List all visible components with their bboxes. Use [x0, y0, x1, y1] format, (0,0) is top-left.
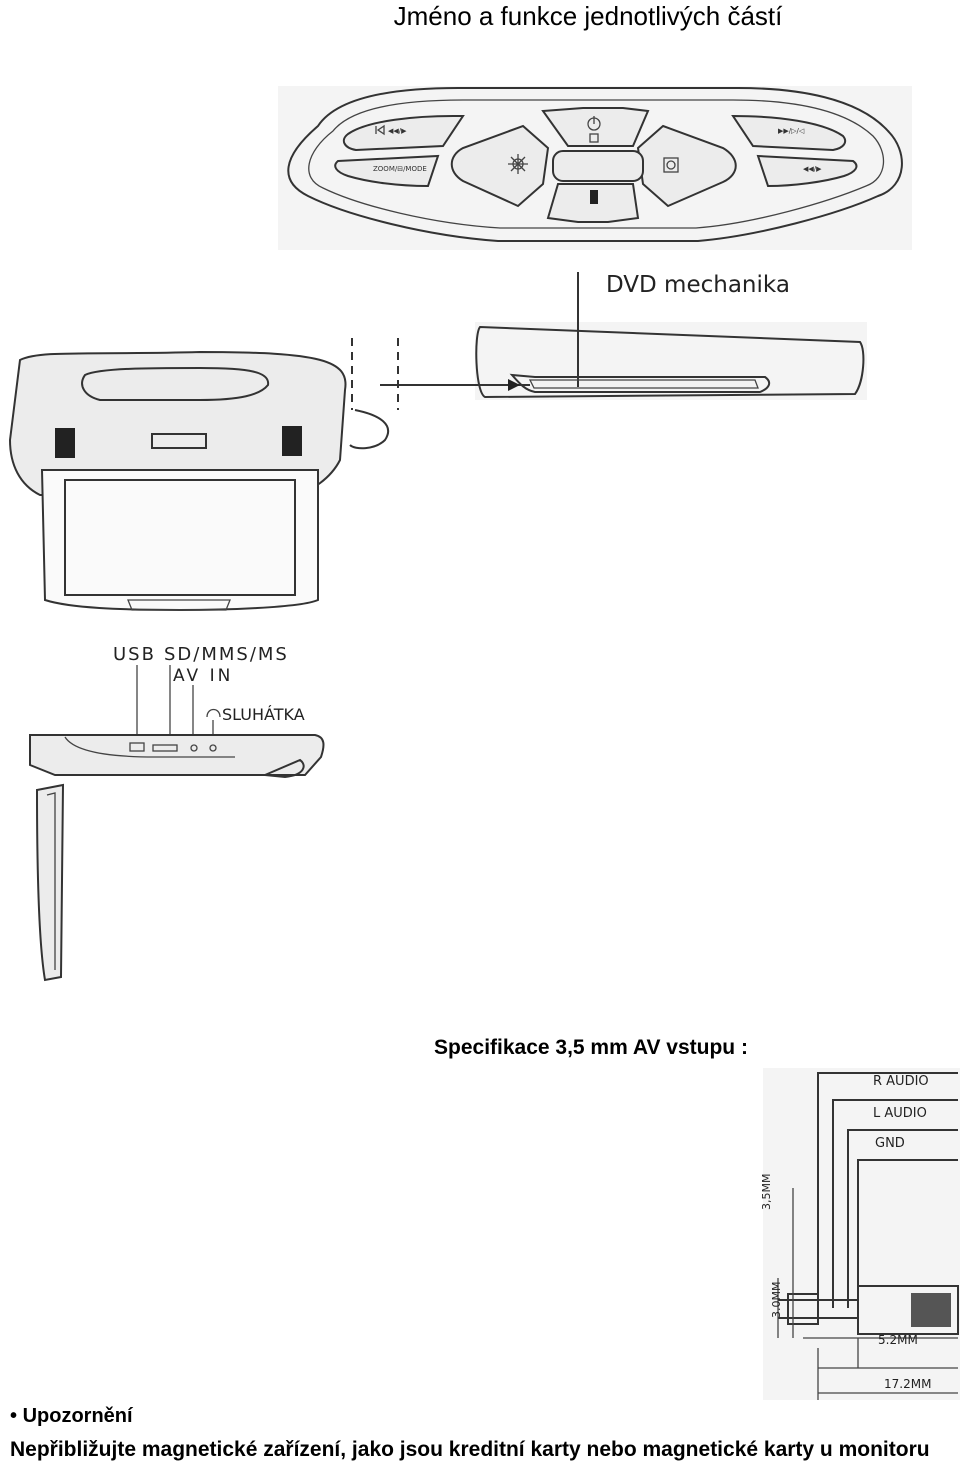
dim-172-label: 17.2MM [884, 1377, 932, 1391]
control-panel-diagram: ◀◀/▶ ZOOM/⊟/MODE ▶▶/▷/◁ ◀◀/▶ [278, 86, 912, 250]
notice-heading: • Upozornění [10, 1405, 133, 1428]
dim-35-label: 3,5MM [760, 1173, 773, 1210]
rotate-icon [663, 157, 679, 173]
dvd-drive-diagram [475, 272, 867, 400]
headphones-label: SLUHÁTKA [222, 705, 305, 724]
svg-text:◀◀/▶: ◀◀/▶ [803, 165, 822, 173]
svg-text:◀◀/▶: ◀◀/▶ [388, 127, 407, 135]
dim-30-label: 3.0MM [770, 1281, 783, 1318]
av-label: AV IN [173, 666, 234, 686]
prev-icon: ◀◀/▶ ZOOM/⊟/MODE [373, 124, 427, 173]
brightness-icon [508, 154, 528, 174]
notice-text: Nepřibližujte magnetické zařízení, jako … [10, 1438, 930, 1461]
sd-label: SD/MMS/MS [164, 644, 289, 665]
page-title: Jméno a funkce jednotlivých částí [393, 1, 783, 31]
power-icon [587, 116, 601, 143]
monitor-front-diagram [8, 338, 530, 612]
usb-label: USB [113, 644, 156, 665]
side-view-diagram [29, 665, 325, 982]
notice-heading-text: Upozornění [22, 1405, 133, 1427]
svg-text:▶▶/▷/◁: ▶▶/▷/◁ [778, 127, 805, 135]
bullet-icon: • [10, 1405, 23, 1427]
gnd-label: GND [875, 1136, 905, 1151]
dvd-label: DVD mechanika [606, 272, 790, 298]
spec-heading: Specifikace 3,5 mm AV vstupu : [434, 1036, 748, 1059]
l-audio-label: L AUDIO [873, 1106, 927, 1121]
menu-icon [590, 190, 598, 204]
av-jack-diagram [763, 1068, 960, 1400]
next-icon: ▶▶/▷/◁ ◀◀/▶ [778, 127, 822, 173]
svg-text:ZOOM/⊟/MODE: ZOOM/⊟/MODE [373, 165, 427, 173]
dim-52-label: 5.2MM [878, 1333, 918, 1347]
r-audio-label: R AUDIO [873, 1074, 929, 1089]
